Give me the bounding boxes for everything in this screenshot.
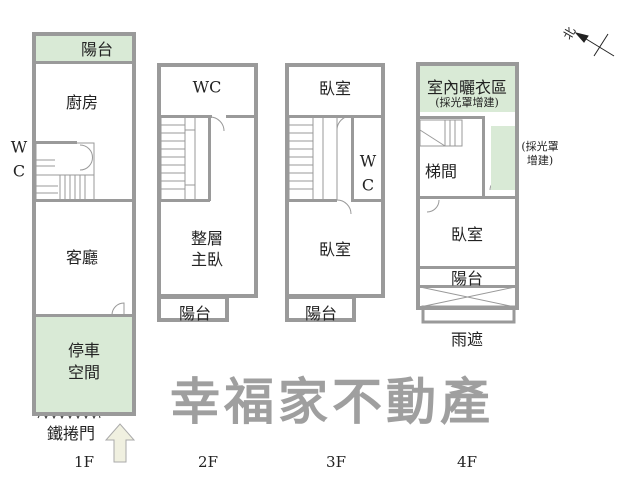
wall <box>32 199 136 202</box>
room-label: C <box>12 161 26 181</box>
parking-area-1f <box>36 316 132 414</box>
room-label: 廚房 <box>65 93 99 112</box>
room-label: 臥室 <box>450 225 484 244</box>
floor-label: 2F <box>198 453 218 471</box>
room-label: 室內曬衣區 <box>426 78 508 97</box>
room-label: 陽台 <box>304 304 338 323</box>
balcony-area-1f <box>36 36 132 62</box>
wall <box>285 115 385 118</box>
entry-arrow <box>104 423 136 463</box>
north-arrow-icon <box>574 32 615 57</box>
room-label: 梯間 <box>424 162 458 181</box>
room-label: 臥室 <box>318 79 352 98</box>
wall <box>208 117 211 201</box>
wall <box>157 115 212 118</box>
room-label: 陽台 <box>178 304 212 323</box>
room-label: 主臥 <box>190 250 224 269</box>
room-label: 客廳 <box>65 248 99 267</box>
room-label: WC <box>192 77 222 97</box>
wall <box>157 199 210 202</box>
room-label: 臥室 <box>318 240 352 259</box>
room-label: 陽台 <box>80 40 114 59</box>
wall <box>416 266 519 269</box>
wall <box>416 196 519 199</box>
room-label: 空間 <box>67 363 101 382</box>
wall <box>416 285 519 288</box>
room-label: 陽台 <box>450 269 484 288</box>
room-label: C <box>361 175 375 195</box>
room-note: (採光罩增建) <box>435 96 499 109</box>
room-label: 整層 <box>190 229 224 248</box>
wall <box>482 116 485 198</box>
wall <box>32 141 77 144</box>
floor-1f-outline <box>32 32 136 416</box>
room-note: 增建) <box>526 154 554 167</box>
floor-label: 1F <box>74 453 94 471</box>
laundry-area-4f <box>420 66 516 112</box>
wall <box>285 199 337 202</box>
balcony-2f <box>157 295 229 322</box>
floor-label: 4F <box>457 453 477 471</box>
balcony-3f <box>285 295 356 322</box>
wall <box>418 116 483 119</box>
room-note: (採光罩 <box>521 140 559 153</box>
room-label: W <box>359 151 377 171</box>
floor-label: 3F <box>326 453 346 471</box>
room-label: 雨遮 <box>450 330 484 349</box>
wall <box>226 115 258 118</box>
room-label: W <box>10 137 28 157</box>
wall <box>351 199 385 202</box>
stairs-4f <box>419 119 463 147</box>
room-label: 停車 <box>67 341 101 360</box>
room-label: 鐵捲門 <box>46 424 96 443</box>
wall <box>32 61 136 64</box>
wall <box>351 115 354 201</box>
skylight-area-4f <box>491 126 515 190</box>
wall <box>32 314 136 317</box>
floor-4f-outline <box>416 62 519 310</box>
